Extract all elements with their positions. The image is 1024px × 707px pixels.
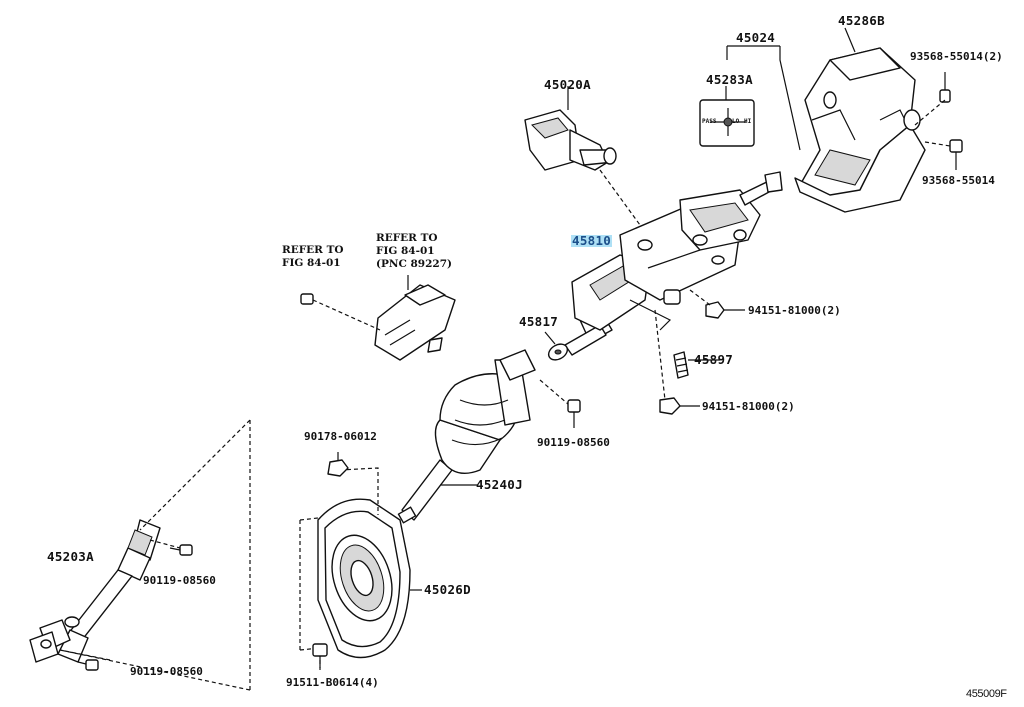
column-cover-45286b[interactable]	[794, 27, 926, 213]
steering-column-assembly-45810[interactable]	[564, 171, 783, 356]
label-45203a[interactable]: 45203A	[47, 549, 94, 564]
label-45817[interactable]: 45817	[519, 314, 559, 329]
label-94151-81000-a[interactable]: 94151-81000(2)	[748, 304, 841, 317]
nut-94151-a-icon[interactable]	[705, 301, 725, 319]
label-90119-08560-a[interactable]: 90119-08560	[537, 436, 610, 449]
label-pnc-89227[interactable]: (PNC 89227)	[376, 258, 452, 270]
nut-90178-icon[interactable]	[327, 452, 349, 477]
screw-93568-b-icon[interactable]	[949, 139, 963, 170]
bolt-90119-b-icon[interactable]	[77, 659, 99, 671]
label-fig-84-01-1[interactable]: FIG 84-01	[282, 257, 341, 269]
module-bracket-84-01[interactable]	[374, 284, 456, 361]
label-45286b[interactable]: 45286B	[838, 13, 885, 28]
label-90119-08560-b[interactable]: 90119-08560	[143, 574, 216, 587]
label-45283a[interactable]: 45283A	[706, 72, 753, 87]
label-45020a[interactable]: 45020A	[544, 77, 591, 92]
figure-code: 455009F	[966, 688, 1007, 700]
bolt-90119-a-icon[interactable]	[169, 544, 193, 556]
nut-94151-b-icon[interactable]	[659, 397, 681, 415]
label-91511-b0614-4[interactable]: 91511-B0614(4)	[286, 676, 379, 689]
label-fig-84-01-2[interactable]: FIG 84-01	[376, 245, 435, 257]
bolt-91511-icon[interactable]	[312, 643, 328, 668]
label-93568-55014[interactable]: 93568-55014	[922, 174, 995, 187]
label-45240j[interactable]: 45240J	[476, 477, 523, 492]
label-45026d[interactable]: 45026D	[424, 582, 471, 597]
spacer-45817-icon[interactable]	[544, 331, 570, 363]
label-refer-to-2: REFER TO	[376, 232, 438, 244]
switch-label-plate-45283a[interactable]	[699, 86, 755, 147]
label-90119-08560-c[interactable]: 90119-08560	[130, 665, 203, 678]
bolt-45897-icon[interactable]	[673, 351, 689, 379]
label-45897[interactable]: 45897	[694, 352, 734, 367]
screw-93568-a-icon[interactable]	[939, 72, 951, 103]
switch-label-pass: PASS	[702, 118, 717, 125]
label-45024[interactable]: 45024	[736, 30, 776, 45]
switch-label-hi: HI	[744, 118, 752, 125]
label-94151-81000-b[interactable]: 94151-81000(2)	[702, 400, 795, 413]
switch-label-lo: LO	[732, 118, 740, 125]
combination-switch-45020a[interactable]	[524, 86, 617, 171]
column-lower-shaft-45240j[interactable]	[397, 349, 536, 524]
label-93568-55014-2[interactable]: 93568-55014(2)	[910, 50, 1003, 63]
intermediate-shaft-45203a[interactable]	[29, 519, 161, 663]
column-hole-cover-45026d[interactable]	[317, 498, 411, 659]
bolt-90119-c-icon[interactable]	[567, 399, 581, 428]
bolt-84-01-icon[interactable]	[300, 293, 314, 305]
label-90178-06012[interactable]: 90178-06012	[304, 430, 377, 443]
label-refer-to-1: REFER TO	[282, 244, 344, 256]
label-45810[interactable]: 45810	[571, 233, 613, 248]
